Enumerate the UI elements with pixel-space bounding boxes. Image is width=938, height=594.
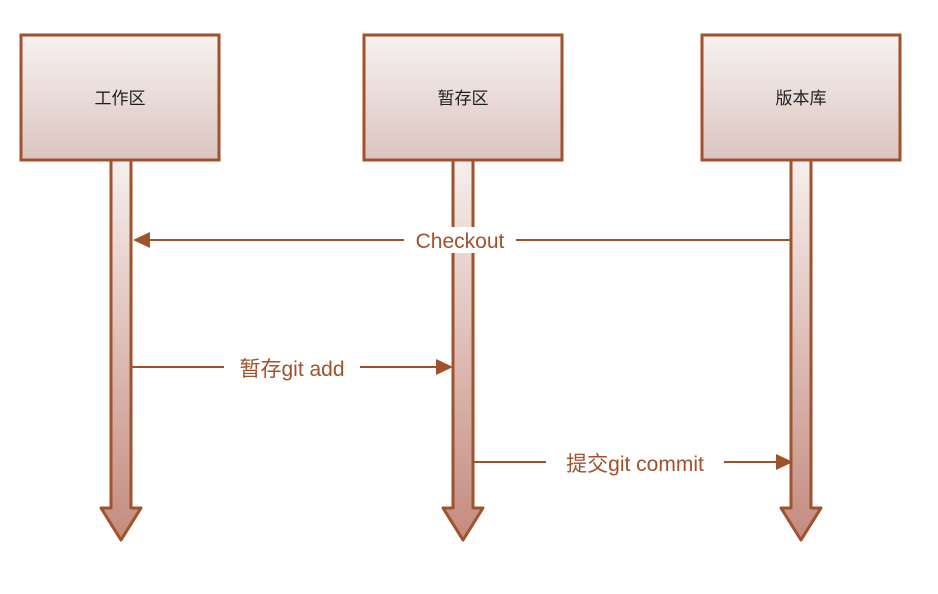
lifeline-workspace (99, 158, 143, 542)
participant-workspace: 工作区 (19, 33, 221, 162)
message-checkout: Checkout (133, 227, 791, 253)
message-label-commit: 提交git commit (566, 453, 704, 476)
lifeline-staging (441, 158, 485, 542)
message-commit: 提交git commit (473, 448, 793, 476)
message-arrowhead-commit (776, 454, 793, 470)
message-label-checkout: Checkout (416, 230, 505, 253)
message-arrowhead-add (436, 359, 453, 375)
participant-label-staging: 暂存区 (438, 89, 489, 109)
message-label-add: 暂存git add (239, 358, 344, 381)
participant-staging: 暂存区 (362, 33, 564, 162)
participant-label-repository: 版本库 (776, 89, 827, 109)
participant-repository: 版本库 (700, 33, 902, 162)
message-arrowhead-checkout (133, 232, 150, 248)
participant-label-workspace: 工作区 (95, 89, 146, 109)
message-add: 暂存git add (131, 352, 453, 381)
lifeline-repository (779, 158, 823, 542)
